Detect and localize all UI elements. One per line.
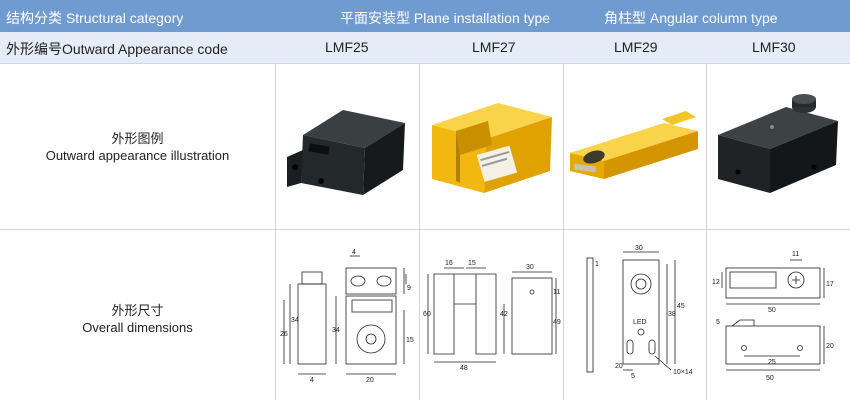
dim-lmf25-total-h: 34 <box>291 317 299 324</box>
lmf25-product-image <box>287 110 405 195</box>
illustration-label-cn: 外形图例 <box>111 131 164 146</box>
dim-lmf30-h-side: 20 <box>826 343 834 350</box>
model-lmf29: LMF29 <box>614 39 658 55</box>
lmf25-dimension-drawing: 4 9 34 26 34 15 4 20 <box>280 249 414 384</box>
dim-lmf30-width-bottom: 50 <box>766 375 774 382</box>
dim-lmf30-w-holes: 25 <box>768 359 776 366</box>
dimensions-label-cn: 外形尺寸 <box>111 303 164 318</box>
dimensions-label-en: Overall dimensions <box>82 320 193 335</box>
lmf27-product-image <box>432 103 552 193</box>
dim-lmf25-top-w: 4 <box>352 249 356 256</box>
dimensions-row-label: 外形尺寸 Overall dimensions <box>0 302 275 336</box>
dim-lmf27-h-right: 42 <box>500 311 508 318</box>
dim-lmf25-h3: 34 <box>332 327 340 334</box>
lmf27-dimension-drawing: 16 15 60 42 48 30 11 49 <box>423 260 561 372</box>
dim-lmf29-led: LED <box>633 319 647 326</box>
code-row: 外形编号Outward Appearance code LMF25 LMF27 … <box>0 32 850 64</box>
lmf29-product-image <box>570 111 698 179</box>
dim-lmf27-side-h1: 11 <box>553 289 560 296</box>
grid-divider <box>563 63 564 400</box>
dim-lmf29-slot: 10×14 <box>673 369 693 376</box>
dim-lmf29-thick: 1 <box>595 261 599 268</box>
grid-divider <box>419 63 420 400</box>
dim-lmf29-width: 30 <box>635 245 643 252</box>
lmf29-dimension-drawing: 1 30 38 45 LED 20 5 10×14 <box>586 245 693 380</box>
row-divider <box>0 229 850 230</box>
grid-divider <box>275 63 276 400</box>
dim-lmf27-side-h2: 49 <box>553 319 561 326</box>
dim-lmf27-width: 48 <box>460 365 468 372</box>
dim-lmf27-gap-b: 15 <box>468 260 476 267</box>
dim-lmf30-h-left: 12 <box>712 279 720 286</box>
model-lmf27: LMF27 <box>472 39 516 55</box>
dim-lmf29-h1: 38 <box>668 311 676 318</box>
lmf30-dimension-drawing: 11 12 17 50 5 20 25 50 <box>712 251 834 382</box>
dim-lmf29-h2: 45 <box>677 303 685 310</box>
illustration-label-en: Outward appearance illustration <box>45 148 230 163</box>
dim-lmf27-side-w: 30 <box>526 264 534 271</box>
dim-lmf30-w-top: 11 <box>792 251 799 258</box>
grid-divider <box>706 63 707 400</box>
dim-lmf25-h1: 9 <box>407 285 411 292</box>
dim-lmf30-width-top: 50 <box>768 307 776 314</box>
angular-column-label: 角柱型 Angular column type <box>604 10 778 26</box>
outward-code-label: 外形编号Outward Appearance code <box>6 41 228 57</box>
lmf30-product-image <box>718 94 838 193</box>
model-lmf30: LMF30 <box>752 39 796 55</box>
plane-installation-label: 平面安装型 Plane installation type <box>340 10 551 26</box>
dim-lmf27-gap-a: 16 <box>445 260 453 267</box>
dim-lmf25-base: 4 <box>310 377 314 384</box>
illustration-row-label: 外形图例 Outward appearance illustration <box>0 130 275 164</box>
structural-category-label: 结构分类 Structural category <box>6 10 184 26</box>
dim-lmf25-h2: 26 <box>280 331 288 338</box>
dim-lmf25-width: 20 <box>366 377 374 384</box>
header-band: 结构分类 Structural category 平面安装型 Plane ins… <box>0 0 850 32</box>
dim-lmf25-h4: 15 <box>406 337 414 344</box>
dim-lmf29-w2: 5 <box>631 373 635 380</box>
dim-lmf30-h-right: 17 <box>826 281 834 288</box>
dim-lmf27-h-left: 60 <box>423 311 431 318</box>
dim-lmf30-h-small: 5 <box>716 319 720 326</box>
dim-lmf29-w1: 20 <box>615 363 623 370</box>
model-lmf25: LMF25 <box>325 39 369 55</box>
